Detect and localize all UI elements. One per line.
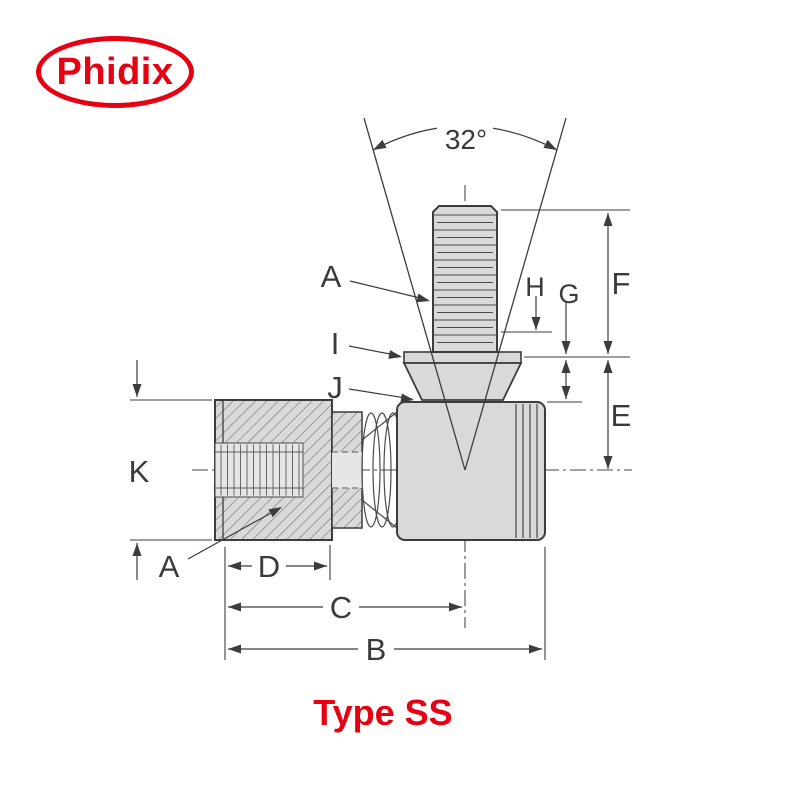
- washer-and-nut: [402, 351, 523, 401]
- dim-label-i: I: [331, 326, 340, 361]
- extension-lines: [130, 209, 630, 660]
- dim-label-k: K: [129, 454, 150, 489]
- dim-label-c: C: [330, 590, 352, 625]
- dim-label-a-bottom: A: [159, 549, 180, 584]
- boot-and-spring: [331, 411, 403, 529]
- threaded-socket: [214, 399, 333, 541]
- brand-logo: Phidix: [36, 36, 194, 108]
- threaded-stud: [432, 205, 498, 353]
- type-caption: Type SS: [313, 692, 453, 733]
- internal-thread-lines: [215, 443, 304, 497]
- housing-rings: [515, 404, 538, 538]
- dim-label-a-top: A: [321, 259, 342, 294]
- dimension-lines-right: [535, 213, 609, 469]
- dim-label-h: H: [525, 272, 545, 302]
- swing-cone-lines: [363, 117, 567, 471]
- label-backgrounds: [252, 550, 394, 665]
- stud-thread-lines: [433, 214, 497, 343]
- dim-label-g: G: [558, 279, 579, 309]
- housing-body: [396, 401, 546, 541]
- angle-dimension: 32°: [370, 122, 560, 156]
- dim-label-b: B: [366, 632, 387, 667]
- dim-label-e: E: [611, 398, 632, 433]
- dim-label-f: F: [612, 266, 631, 301]
- dim-label-j: J: [327, 370, 343, 405]
- brand-logo-text: Phidix: [56, 50, 174, 93]
- angle-label: 32°: [445, 124, 487, 155]
- dim-label-d: D: [258, 549, 280, 584]
